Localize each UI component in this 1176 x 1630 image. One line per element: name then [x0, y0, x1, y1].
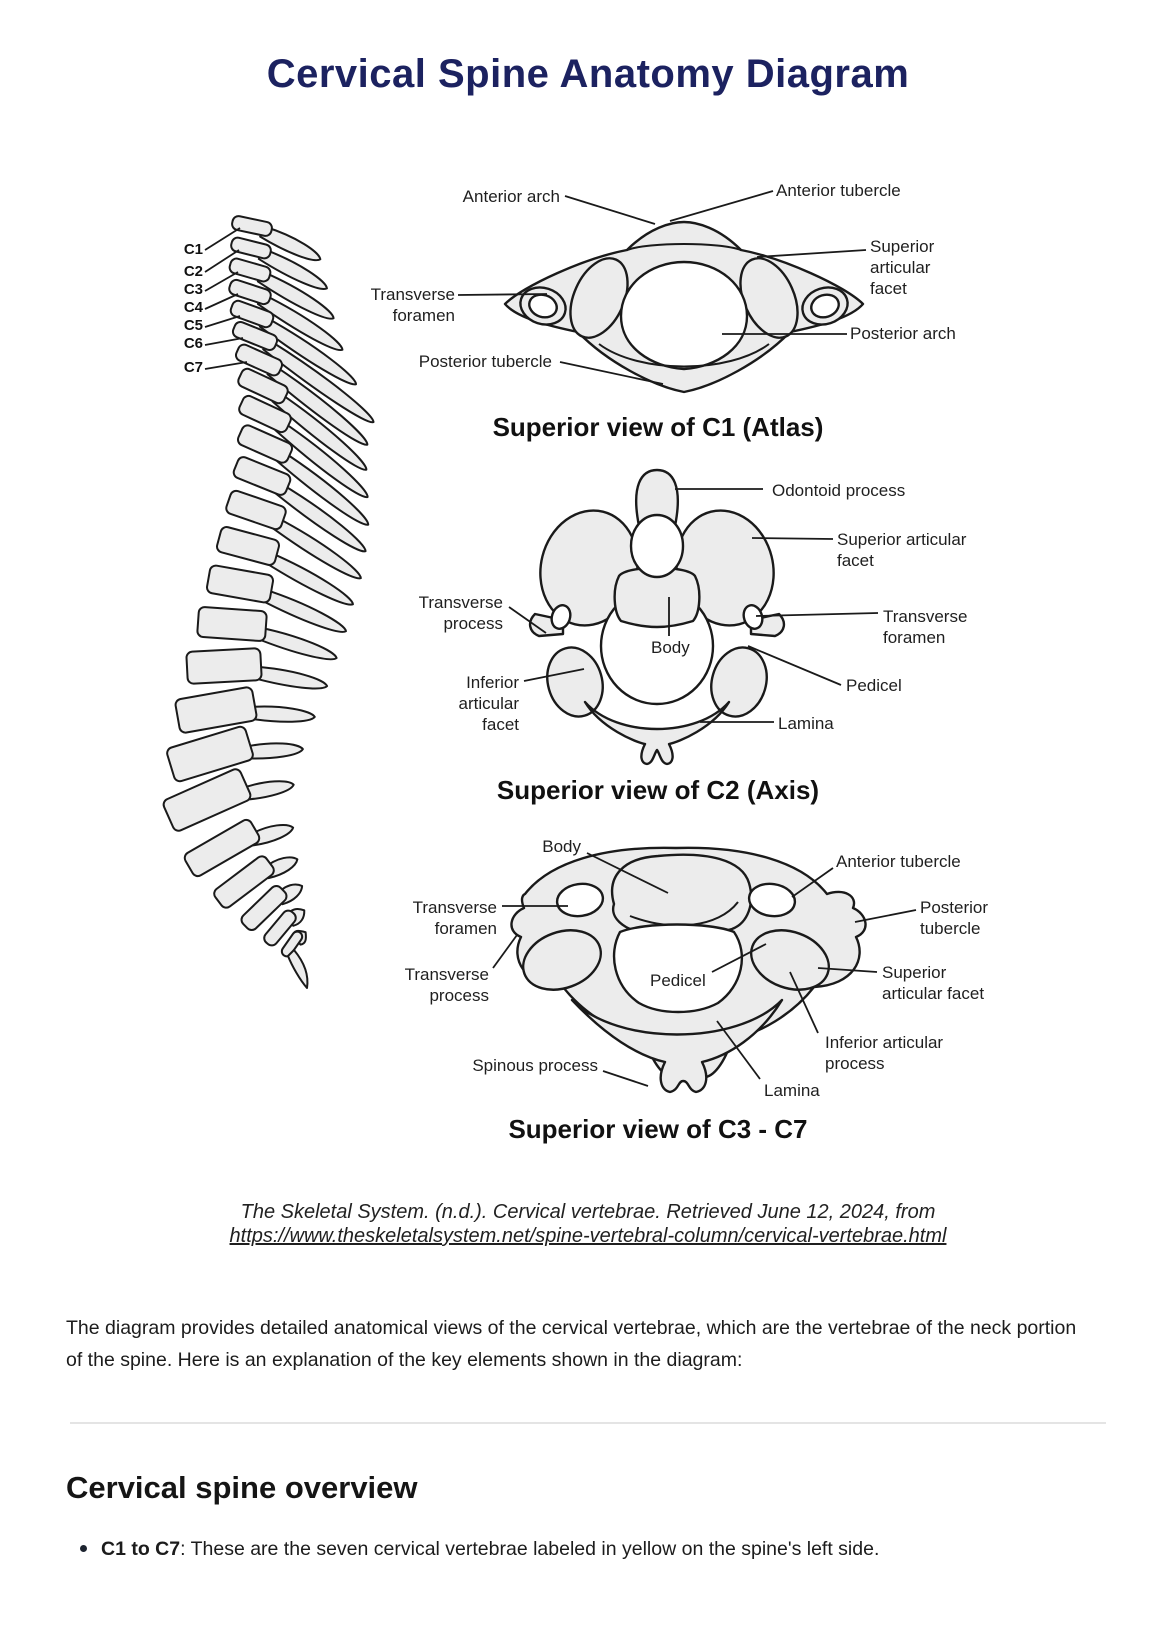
section-heading: Cervical spine overview [66, 1470, 418, 1505]
list-item: C1 to C7: These are the seven cervical v… [80, 1537, 879, 1561]
label-c2-inferior-articular-facet: Inferior articular facet [458, 673, 519, 734]
c3c7-illustration [510, 846, 867, 1094]
label-c1-superior-articular-facet: Superior articular facet [870, 237, 935, 298]
spine-label-c4: C4 [183, 299, 203, 316]
spine-label-c6: C6 [183, 335, 203, 352]
label-c2-odontoid-process: Odontoid process [772, 481, 906, 500]
lateral-spine-illustration [162, 215, 375, 989]
label-c2-lamina: Lamina [778, 714, 834, 733]
spine-label-c1: C1 [183, 241, 203, 258]
label-c3-posterior-tubercle: Posterior tubercle [920, 898, 989, 938]
spine-label-c2: C2 [183, 263, 203, 280]
label-c2-body: Body [651, 638, 690, 657]
label-c3-inferior-articular-process: Inferior articular process [825, 1033, 944, 1073]
label-c3-superior-articular-facet: Superior articular facet [882, 963, 985, 1003]
citation-link-row: https://www.theskeletalsystem.net/spine-… [0, 1225, 1176, 1248]
intro-paragraph: The diagram provides detailed anatomical… [66, 1317, 1077, 1371]
label-c3-lamina: Lamina [764, 1081, 820, 1100]
label-c3-anterior-tubercle: Anterior tubercle [836, 852, 961, 871]
page-title: Cervical Spine Anatomy Diagram [266, 52, 910, 96]
c2-axis-illustration [528, 468, 786, 766]
spine-label-c7: C7 [183, 359, 203, 376]
section-divider [70, 1422, 1106, 1424]
caption-c3c7: Superior view of C3 - C7 [508, 1114, 808, 1144]
label-c2-transverse-foramen: Transverse foramen [883, 607, 968, 647]
label-c2-transverse-process: Transverse process [418, 593, 503, 633]
label-c3-body: Body [542, 837, 581, 856]
spine-label-c5: C5 [183, 317, 203, 334]
spine-label-c3: C3 [183, 281, 203, 298]
label-c3-spinous-process: Spinous process [472, 1056, 598, 1075]
label-leader-lines [204, 190, 917, 1087]
caption-c1: Superior view of C1 (Atlas) [492, 412, 824, 442]
bullet-description: : These are the seven cervical vertebrae… [180, 1538, 880, 1560]
bullet-text: C1 to C7: These are the seven cervical v… [101, 1537, 879, 1561]
label-c1-transverse-foramen: Transverse foramen [370, 285, 455, 325]
citation-link[interactable]: https://www.theskeletalsystem.net/spine-… [229, 1225, 947, 1247]
label-c3-transverse-process: Transverse process [404, 965, 489, 1005]
label-c1-anterior-arch: Anterior arch [462, 187, 560, 206]
c1-atlas-illustration [503, 220, 865, 394]
bullet-term: C1 to C7 [101, 1538, 181, 1560]
citation-text: The Skeletal System. (n.d.). Cervical ve… [240, 1201, 936, 1223]
label-c3-pedicel: Pedicel [650, 971, 706, 990]
label-c3-transverse-foramen: Transverse foramen [412, 898, 497, 938]
label-c1-posterior-tubercle: Posterior tubercle [418, 352, 552, 371]
label-c1-anterior-tubercle: Anterior tubercle [776, 181, 901, 200]
label-c2-pedicel: Pedicel [846, 676, 902, 695]
label-c1-posterior-arch: Posterior arch [850, 324, 956, 343]
caption-c2: Superior view of C2 (Axis) [496, 775, 820, 805]
bullet-marker [80, 1545, 87, 1552]
label-c2-superior-articular-facet: Superior articular facet [837, 530, 967, 570]
